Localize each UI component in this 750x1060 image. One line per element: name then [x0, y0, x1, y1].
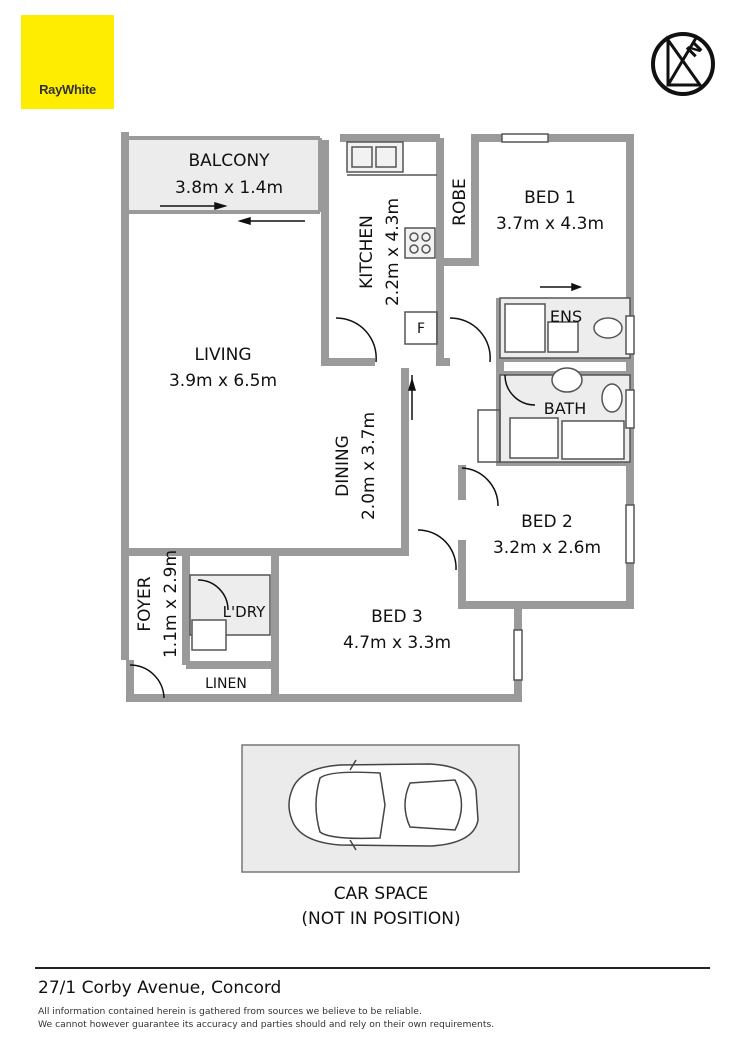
laundry-fixtures: [189, 574, 271, 651]
north-compass-icon: N: [651, 32, 715, 96]
laundry-label: L'DRY: [223, 603, 266, 621]
logo-text: RayWhite: [39, 82, 96, 97]
door-swings: [129, 317, 536, 699]
bed3-label: BED 3: [371, 607, 423, 627]
balcony-floor: [125, 138, 320, 210]
sliding-door-dining: [407, 375, 417, 420]
car-space-note: (NOT IN POSITION): [301, 909, 460, 929]
bed1-label: BED 1: [524, 188, 576, 208]
linen-label: LINEN: [205, 676, 247, 692]
bathroom-fixtures: [499, 297, 631, 463]
bed2-label: BED 2: [521, 512, 573, 532]
kitchen-label: KITCHEN: [357, 215, 377, 289]
dining-label: DINING: [333, 435, 353, 497]
sliding-door-balcony: [160, 201, 305, 226]
bed3-size: 4.7m x 3.3m: [343, 633, 451, 653]
disclaimer-line-1: All information contained herein is gath…: [38, 1006, 422, 1017]
living-size: 3.9m x 6.5m: [169, 371, 277, 391]
ensuite-label: ENS: [550, 307, 582, 326]
disclaimer-line-2: We cannot however guarantee its accuracy…: [38, 1019, 495, 1030]
balcony-size: 3.8m x 1.4m: [175, 178, 283, 198]
robe-label: ROBE: [450, 178, 470, 226]
bed1-size: 3.7m x 4.3m: [496, 214, 604, 234]
kitchen-size: 2.2m x 4.3m: [383, 198, 403, 306]
property-address: 27/1 Corby Avenue, Concord: [38, 978, 282, 998]
bath-label: BATH: [544, 399, 586, 418]
raywhite-logo: RayWhite: [21, 15, 114, 109]
footer-divider: [35, 967, 710, 969]
car-space-label: CAR SPACE: [334, 884, 429, 904]
foyer-size: 1.1m x 2.9m: [161, 550, 181, 658]
dining-size: 2.0m x 3.7m: [359, 412, 379, 520]
living-label: LIVING: [194, 345, 251, 365]
fridge-label: F: [417, 321, 425, 337]
car-icon: [288, 759, 479, 851]
kitchen-fixtures: [346, 141, 438, 345]
cupboard: [477, 409, 501, 463]
bed2-size: 3.2m x 2.6m: [493, 538, 601, 558]
balcony-label: BALCONY: [188, 151, 270, 171]
foyer-label: FOYER: [135, 576, 155, 631]
windows: [501, 133, 635, 681]
sliding-door-ensuite: [540, 282, 583, 292]
